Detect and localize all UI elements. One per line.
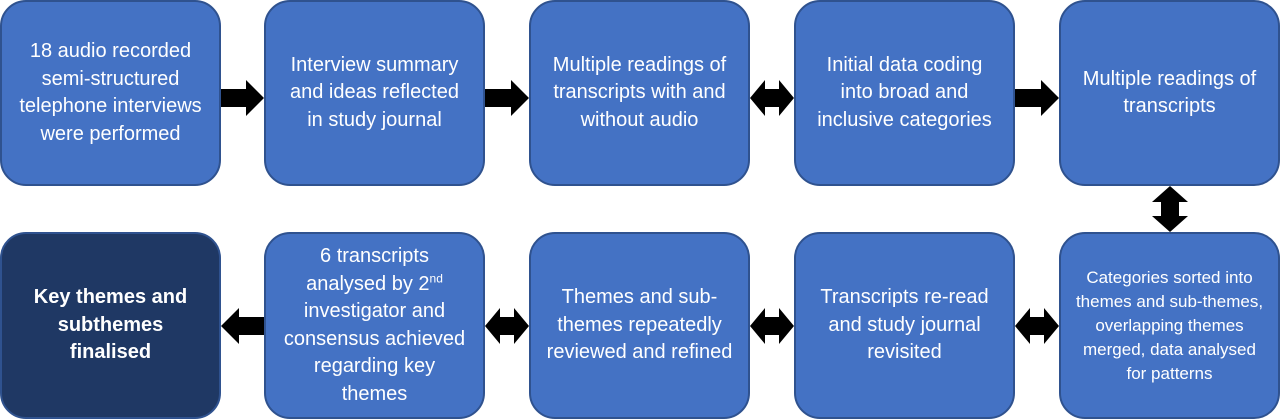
step-6-box: Categories sorted into themes and sub-th… <box>1059 232 1280 419</box>
step-9-text-end: investigator and consensus achieved rega… <box>283 300 466 405</box>
step-9-text: 6 transcripts analysed by 2nd investigat… <box>280 243 469 408</box>
step-5-box: Multiple readings of transcripts <box>1059 0 1280 186</box>
step-10-text: Key themes and subthemes finalised <box>33 286 188 364</box>
double-arrow-7-to-8 <box>750 308 794 344</box>
double-arrow-6-to-7 <box>1015 308 1059 344</box>
step-9-box: 6 transcripts analysed by 2nd investigat… <box>264 232 485 419</box>
step-9-ordinal-suffix: nd <box>429 270 443 285</box>
right-arrow-2-to-3 <box>485 80 529 116</box>
step-1-box: 18 audio recorded semi-structured teleph… <box>0 0 221 186</box>
double-arrow-8-to-9 <box>485 308 529 344</box>
step-8-text: Themes and sub-themes repeatedly reviewe… <box>546 286 733 364</box>
step-8-box: Themes and sub-themes repeatedly reviewe… <box>529 232 750 419</box>
left-arrow-9-to-10 <box>221 308 264 344</box>
step-10-box: Key themes and subthemes finalised <box>0 232 221 419</box>
step-9-text-start: 6 transcripts analysed by 2 <box>306 245 430 295</box>
step-4-text: Initial data coding into broad and inclu… <box>817 53 992 131</box>
step-3-text: Multiple readings of transcripts with an… <box>552 53 727 131</box>
step-6-text: Categories sorted into themes and sub-th… <box>1075 267 1264 383</box>
right-arrow-4-to-5 <box>1015 80 1059 116</box>
step-3-box: Multiple readings of transcripts with an… <box>529 0 750 186</box>
step-4-box: Initial data coding into broad and inclu… <box>794 0 1015 186</box>
step-2-box: Interview summary and ideas reflected in… <box>264 0 485 186</box>
step-1-text: 18 audio recorded semi-structured teleph… <box>19 40 202 145</box>
double-arrow-5-to-6 <box>1152 186 1188 232</box>
step-5-text: Multiple readings of transcripts <box>1082 67 1257 118</box>
step-2-text: Interview summary and ideas reflected in… <box>289 53 459 131</box>
step-7-text: Transcripts re-read and study journal re… <box>820 286 989 364</box>
double-arrow-3-to-4 <box>750 80 794 116</box>
step-7-box: Transcripts re-read and study journal re… <box>794 232 1015 419</box>
right-arrow-1-to-2 <box>221 80 264 116</box>
